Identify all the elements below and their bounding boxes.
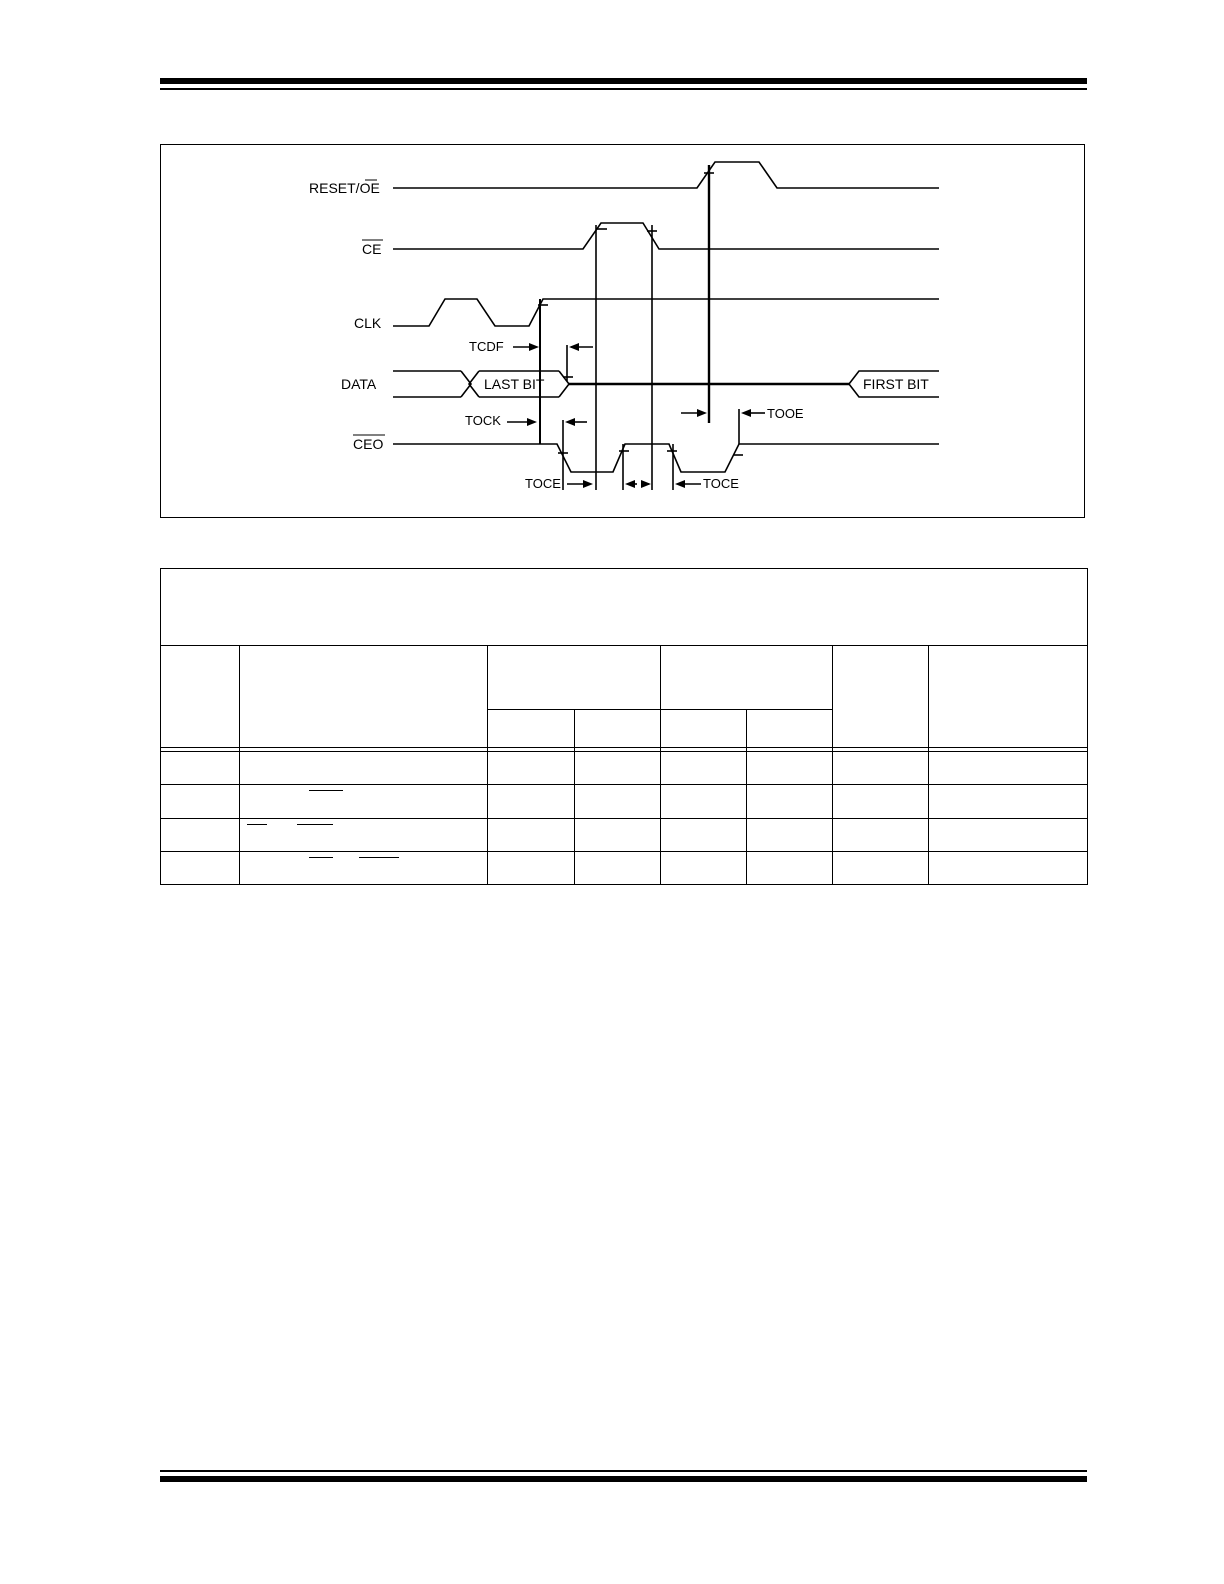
- timing-label-toce-right: TOCE: [703, 476, 739, 491]
- header-rule-thin: [160, 88, 1087, 90]
- table-column-divider: [487, 645, 488, 884]
- table-title-divider: [161, 645, 1087, 646]
- ceo-waveform: [393, 443, 939, 473]
- table-row-divider: [161, 851, 1087, 852]
- signal-label-ce: CE: [362, 241, 381, 257]
- overline-mark: [359, 857, 399, 858]
- signal-label-data: DATA: [341, 376, 377, 392]
- reset-oe-waveform: [393, 161, 939, 189]
- data-last-bit-segment: [460, 370, 473, 398]
- table-row-divider: [161, 784, 1087, 785]
- table-column-divider: [746, 709, 747, 884]
- table-column-divider: [660, 645, 661, 884]
- timing-label-tooe: TOOE: [767, 406, 804, 421]
- table-row-divider: [161, 818, 1087, 819]
- ce-waveform: [393, 222, 939, 250]
- table-column-divider: [832, 645, 833, 884]
- table-header-divider-double: [161, 751, 1087, 752]
- footer-rule-thin: [160, 1470, 1087, 1472]
- table-header-divider: [161, 747, 1087, 748]
- table-column-divider: [574, 709, 575, 884]
- overline-mark: [247, 824, 267, 825]
- overline-mark: [309, 790, 343, 791]
- timing-label-tcdf: TCDF: [469, 339, 504, 354]
- data-label-first-bit: FIRST BIT: [863, 376, 929, 392]
- table-subheader-divider: [487, 709, 832, 710]
- overline-mark: [297, 824, 333, 825]
- clk-waveform: [393, 298, 939, 327]
- data-first-bit-segment: [848, 370, 939, 385]
- timing-diagram-figure: RESET/OE CE CLK DATA CEO LAST BIT FIRST …: [160, 144, 1085, 518]
- footer-rule-thick: [160, 1476, 1087, 1482]
- timing-diagram: RESET/OE CE CLK DATA CEO LAST BIT FIRST …: [309, 161, 939, 491]
- header-rule-thick: [160, 78, 1087, 84]
- ac-characteristics-table: [160, 568, 1088, 885]
- signal-label-ceo: CEO: [353, 436, 383, 452]
- signal-label-clk: CLK: [354, 315, 382, 331]
- signal-label-reset-oe: RESET/OE: [309, 180, 380, 196]
- timing-label-toce-left: TOCE: [525, 476, 561, 491]
- table-column-divider: [928, 645, 929, 884]
- timing-label-tock: TOCK: [465, 413, 501, 428]
- table-column-divider: [239, 645, 240, 884]
- overline-mark: [309, 857, 333, 858]
- data-label-last-bit: LAST BIT: [484, 376, 545, 392]
